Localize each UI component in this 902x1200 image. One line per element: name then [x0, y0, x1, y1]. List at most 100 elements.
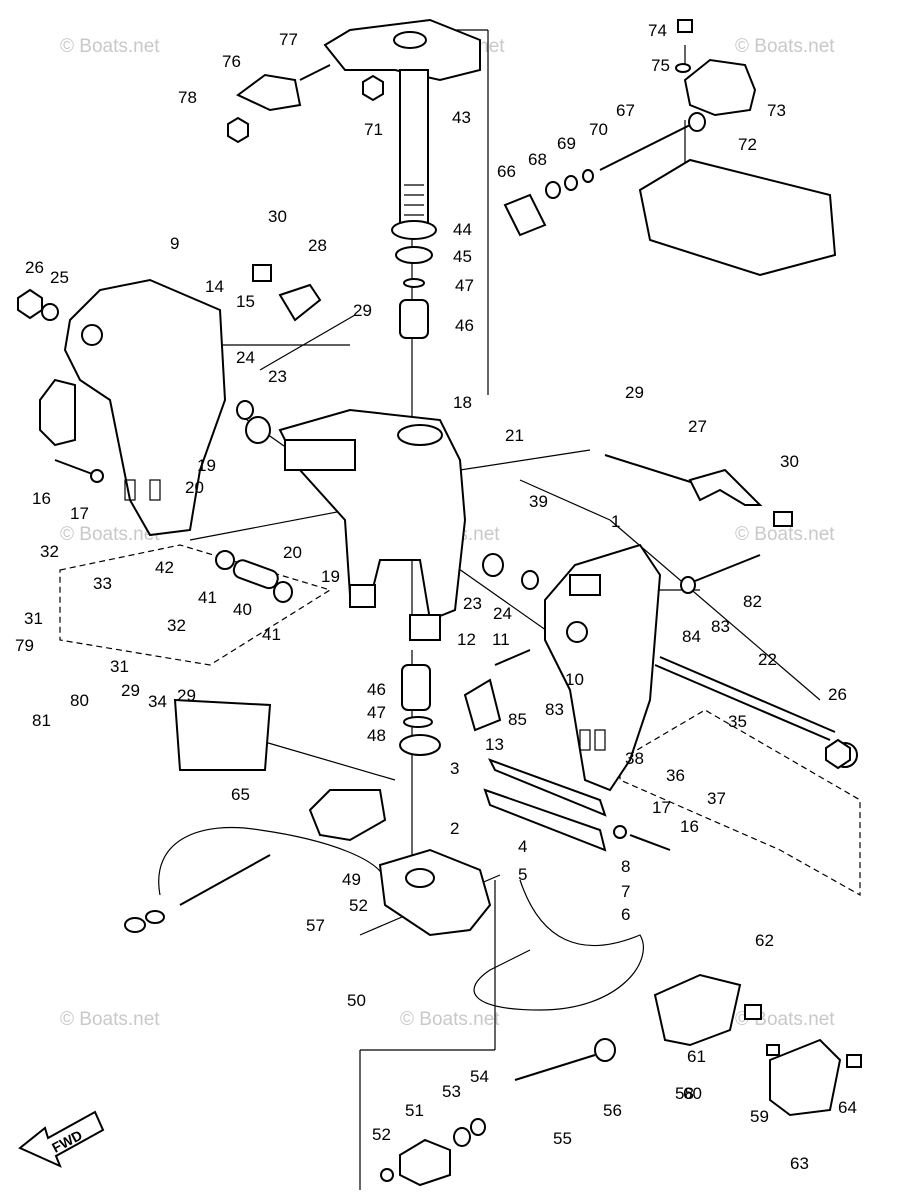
- callout: 11: [492, 630, 510, 649]
- callout: 29: [353, 301, 372, 320]
- callout: 2: [450, 819, 459, 838]
- callout: 46: [367, 680, 386, 699]
- callout: 32: [40, 542, 59, 561]
- callout: 25: [50, 268, 69, 287]
- callout: 36: [666, 766, 685, 785]
- mount-bolt-lower: [380, 1038, 616, 1187]
- callout: 59: [750, 1107, 769, 1126]
- callout: 29: [177, 686, 196, 705]
- callout: 4: [518, 837, 527, 856]
- callout: 31: [24, 609, 43, 628]
- callout: 78: [178, 88, 197, 107]
- fasteners: [17, 64, 862, 1068]
- callout: 29: [121, 681, 140, 700]
- callout: 26: [25, 258, 44, 277]
- callout: 82: [743, 592, 762, 611]
- callout: 32: [167, 616, 186, 635]
- callout: 84: [682, 627, 701, 646]
- callout: 41: [262, 625, 281, 644]
- callout: 17: [70, 504, 89, 523]
- callout: 51: [405, 1101, 424, 1120]
- callout: 67: [616, 101, 635, 120]
- callout: 56: [603, 1101, 622, 1120]
- callout: 45: [453, 247, 472, 266]
- callout: 70: [589, 120, 608, 139]
- callout: 43: [452, 108, 471, 127]
- callout: 23: [268, 367, 287, 386]
- callout: 49: [342, 870, 361, 889]
- callout: 55: [553, 1129, 572, 1148]
- callout: 52: [372, 1125, 391, 1144]
- callout: 34: [148, 692, 167, 711]
- callout: 24: [493, 604, 512, 623]
- callout: 47: [455, 276, 474, 295]
- callout: 38: [625, 749, 644, 768]
- callout: 44: [453, 220, 472, 239]
- callout: 52: [349, 896, 368, 915]
- callout: 72: [738, 135, 757, 154]
- callout: 69: [557, 134, 576, 153]
- callout: 12: [457, 630, 476, 649]
- callout: 62: [755, 931, 774, 950]
- tilt-rod: [604, 454, 793, 527]
- callout: 26: [828, 685, 847, 704]
- callout: 15: [236, 292, 255, 311]
- callout: 24: [236, 348, 255, 367]
- callout: 30: [780, 452, 799, 471]
- mount-bolt-upper: [503, 112, 706, 237]
- callout: 33: [93, 574, 112, 593]
- callout: 3: [450, 759, 459, 778]
- lower-mount-housing: [378, 848, 492, 937]
- callout: 22: [758, 650, 777, 669]
- callout: 68: [528, 150, 547, 169]
- lower-unit: [473, 879, 644, 1011]
- callout: 20: [185, 478, 204, 497]
- callout: 63: [790, 1154, 809, 1173]
- callout: 73: [767, 101, 786, 120]
- callout: 61: [687, 1047, 706, 1066]
- callout: 64: [838, 1098, 857, 1117]
- callout: 40: [233, 600, 252, 619]
- callout: 58: [675, 1084, 694, 1103]
- callout: 14: [205, 277, 224, 296]
- callout: 83: [545, 700, 564, 719]
- callout: 83: [711, 617, 730, 636]
- callout: 19: [321, 567, 340, 586]
- callout: 71: [364, 120, 383, 139]
- upper-mount: [638, 19, 837, 277]
- watermark: © Boats.net: [60, 524, 160, 545]
- callout: 17: [652, 798, 671, 817]
- callout: 18: [453, 393, 472, 412]
- callout: 80: [70, 691, 89, 710]
- callout: 16: [32, 489, 51, 508]
- callout: 8: [621, 857, 630, 876]
- callout: 46: [455, 316, 474, 335]
- callout: 16: [680, 817, 699, 836]
- callout: 81: [32, 711, 51, 730]
- callout: 9: [170, 234, 179, 253]
- callout: 54: [470, 1067, 489, 1086]
- callout: 79: [15, 636, 34, 655]
- callout: 65: [231, 785, 250, 804]
- shaft-bushings: [391, 220, 441, 756]
- callout: 53: [442, 1082, 461, 1101]
- callout: 74: [648, 21, 667, 40]
- callout: 75: [651, 56, 670, 75]
- watermark: © Boats.net: [400, 1009, 500, 1030]
- lower-mount-cover: [653, 973, 842, 1117]
- right-clamp-bracket: [544, 543, 662, 792]
- callout: 30: [268, 207, 287, 226]
- callout: 41: [198, 588, 217, 607]
- callout: 35: [728, 712, 747, 731]
- callout: 13: [485, 735, 504, 754]
- callout: 47: [367, 703, 386, 722]
- callout: 29: [625, 383, 644, 402]
- callout: 66: [497, 162, 516, 181]
- callout: 19: [197, 456, 216, 475]
- callout: 7: [621, 882, 630, 901]
- swivel-bracket: [278, 408, 467, 641]
- left-clamp-bracket: [39, 278, 227, 537]
- watermark: © Boats.net: [735, 36, 835, 57]
- callout: 76: [222, 52, 241, 71]
